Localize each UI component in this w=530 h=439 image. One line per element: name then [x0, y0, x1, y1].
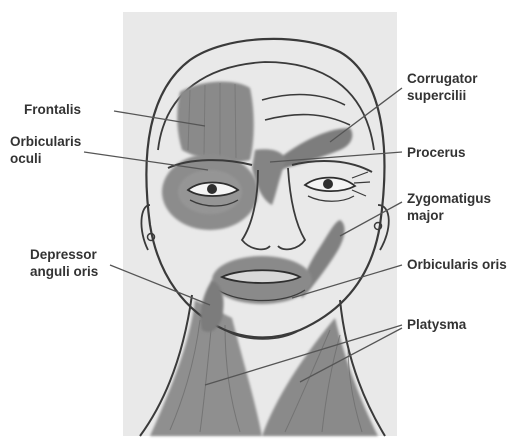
label-platysma: Platysma: [407, 317, 466, 332]
label-orbicularis-oculi-line2: oculi: [10, 151, 42, 166]
label-depressor-line1: Depressor: [30, 247, 97, 262]
label-depressor-line2: anguli oris: [30, 264, 98, 279]
label-frontalis: Frontalis: [24, 102, 81, 117]
label-orbicularis-oculi-line1: Orbicularis: [10, 134, 81, 149]
label-zygomaticus-line2: major: [407, 208, 444, 223]
label-corrugator-line1: Corrugator: [407, 71, 478, 86]
mouth-outline: [222, 270, 300, 283]
label-orbicularis-oris: Orbicularis oris: [407, 257, 507, 272]
label-zygomaticus-line1: Zygomatigus: [407, 191, 491, 206]
label-procerus: Procerus: [407, 145, 466, 160]
label-corrugator-line2: supercilii: [407, 88, 466, 103]
